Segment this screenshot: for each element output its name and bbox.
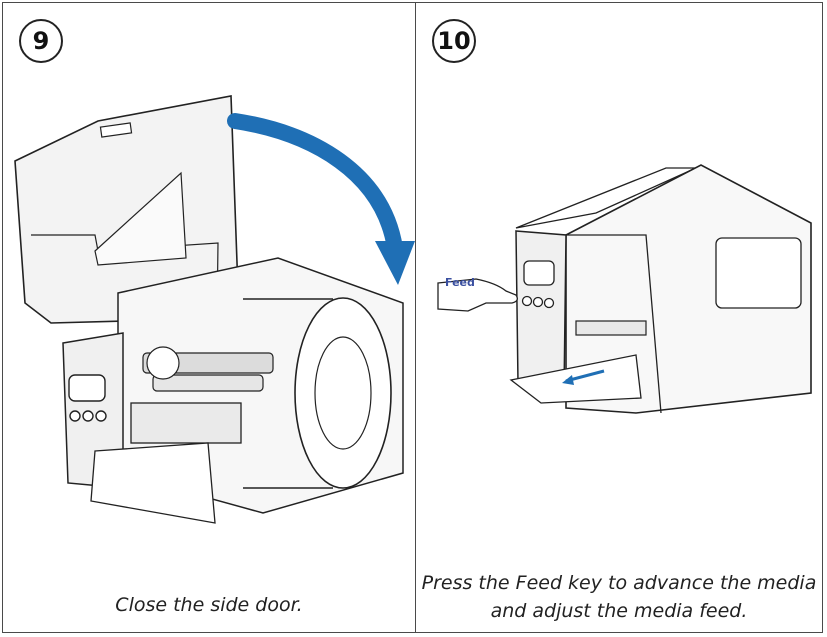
feed-label: Feed: [445, 276, 475, 289]
step-10-caption-line2: and adjust the media feed.: [490, 600, 748, 622]
step-9-caption: Close the side door.: [115, 594, 303, 616]
step-10-panel: 10 Feed Press the Feed key to advance: [416, 3, 822, 632]
step-10-caption-line1: Press the Feed key to advance the media: [421, 572, 817, 594]
step-9-panel: 9: [3, 3, 415, 632]
printer-closed-illustration: Feed: [437, 164, 812, 414]
step-number-badge: 10: [432, 19, 476, 63]
panel-divider: [415, 3, 416, 632]
printer-open-door-illustration: [14, 95, 415, 524]
step-10-caption: Press the Feed key to advance the media …: [416, 569, 822, 625]
step-number-badge: 9: [19, 19, 63, 63]
